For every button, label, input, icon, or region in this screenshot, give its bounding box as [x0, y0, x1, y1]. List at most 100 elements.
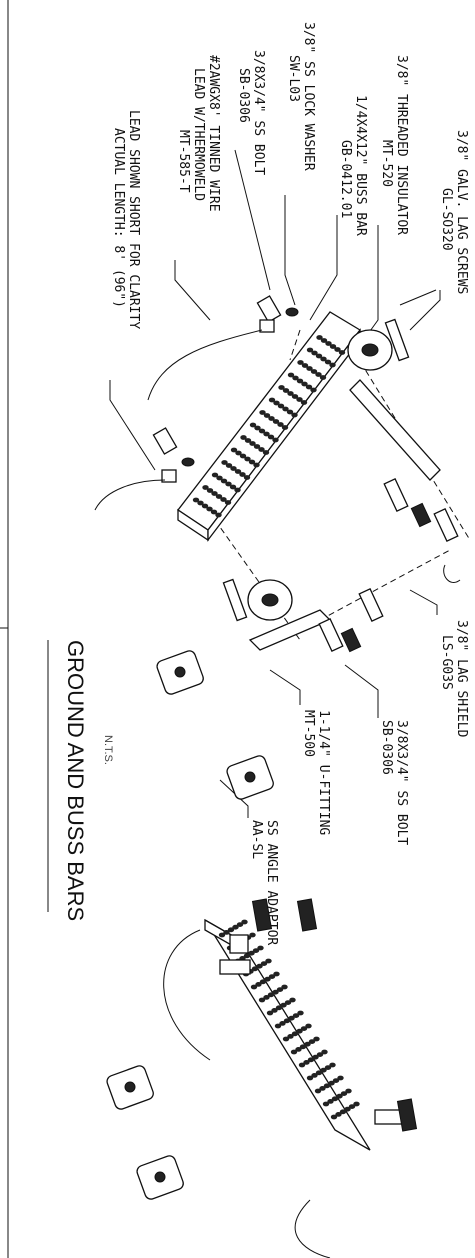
- bar-hole: [320, 338, 328, 343]
- lag-shield-name: 3/8" LAG SHIELD: [454, 620, 469, 738]
- ss-bolt-right-code: SB-0306: [379, 720, 394, 775]
- bar-hole: [273, 400, 280, 406]
- bar-hole: [307, 1057, 315, 1063]
- bar-hole: [240, 435, 247, 440]
- bar-hole: [197, 500, 204, 506]
- ss-bolt-left-name: 3/8X3/4" SS BOLT: [251, 50, 266, 175]
- bar-hole: [338, 350, 346, 355]
- bar-hole: [296, 1028, 303, 1034]
- bar-hole: [206, 506, 213, 512]
- bar-hole: [301, 381, 308, 387]
- bar-hole: [256, 963, 263, 969]
- bar-hole: [305, 384, 313, 390]
- bar-hole: [218, 932, 226, 938]
- bar-hole: [300, 1026, 308, 1031]
- bar-hole: [223, 930, 230, 935]
- bar-hole: [287, 391, 294, 396]
- bar-hole: [263, 431, 270, 437]
- bar-hole: [287, 1034, 294, 1039]
- bar-hole: [230, 447, 238, 453]
- bar-hole: [282, 406, 289, 412]
- bar-hole: [279, 1021, 286, 1026]
- bar-hole: [250, 984, 258, 990]
- bar-hole: [232, 924, 239, 930]
- bar-hole: [321, 1049, 328, 1055]
- bar-hole: [274, 1023, 282, 1029]
- buss-bar-holes: [192, 335, 346, 518]
- bar-hole: [323, 1083, 331, 1089]
- bar-hole: [315, 353, 323, 359]
- u-fitting-label: 1-1/4" U-FITTING MT-500: [301, 710, 331, 835]
- bar-hole: [206, 488, 214, 493]
- bar-hole: [220, 478, 228, 484]
- bar-hole: [272, 989, 279, 995]
- bar-hole: [241, 919, 248, 925]
- wire-leads: [94, 329, 263, 511]
- threaded-insulator-name: 3/8" THREADED INSULATOR: [394, 55, 409, 235]
- bar-hole: [286, 409, 294, 415]
- bar-hole: [337, 1075, 344, 1081]
- bar-hole: [251, 966, 259, 972]
- bar-hole: [339, 1109, 347, 1115]
- lag-screws-code: GL-SO320: [439, 188, 454, 251]
- bar-hole: [229, 484, 237, 490]
- lead-note-line1: LEAD SHOWN SHORT FOR CLARITY: [126, 110, 141, 329]
- bar-hole: [296, 378, 304, 384]
- bar-hole: [268, 397, 276, 403]
- threaded-insulator-label: 3/8" THREADED INSULATOR MT-520: [379, 55, 409, 235]
- ss-bolt-right-label: 3/8X3/4" SS BOLT SB-0306: [379, 720, 409, 845]
- bar-hole: [288, 1015, 295, 1021]
- bar-hole: [272, 419, 280, 424]
- bar-hole: [265, 958, 272, 964]
- drawing-title: GROUND AND BUSS BARS: [63, 640, 88, 921]
- bar-hole: [292, 1013, 300, 1018]
- bar-hole: [301, 363, 309, 368]
- bar-hole: [225, 463, 233, 468]
- bar-hole: [329, 362, 336, 368]
- bar-hole: [234, 487, 241, 493]
- bar-hole: [311, 1073, 318, 1078]
- bar-hole: [291, 394, 299, 399]
- hook-symbol: [443, 564, 461, 583]
- lag-screws-label: 3/8" GALV. LAG SCREWS GL-SO320: [439, 130, 469, 294]
- bar-hole: [306, 347, 314, 353]
- bar-hole: [215, 494, 223, 499]
- bar-hole: [239, 472, 246, 477]
- bar-hole: [263, 413, 271, 418]
- bar-hole: [272, 437, 279, 443]
- bar-hole: [210, 509, 218, 515]
- bar-hole: [287, 372, 295, 378]
- bar-hole: [225, 481, 232, 487]
- u-fitting-name: 1-1/4" U-FITTING: [316, 710, 331, 835]
- bar-hole: [258, 428, 266, 434]
- bar-hole: [299, 1044, 307, 1050]
- lead-note-line2: ACTUAL LENGTH: 8' (96"): [111, 128, 126, 308]
- bar-hole: [325, 341, 332, 346]
- assembled-buss-bar: [163, 898, 418, 1258]
- bar-hole: [252, 948, 260, 953]
- bar-hole: [277, 422, 284, 427]
- bar-hole: [216, 475, 223, 481]
- bar-hole: [284, 1000, 292, 1005]
- bar-hole: [268, 416, 275, 421]
- bar-hole: [328, 1080, 335, 1086]
- bar-hole: [289, 997, 296, 1003]
- bar-hole: [320, 1067, 327, 1073]
- buss-bar-exploded: [177, 311, 361, 542]
- bar-hole: [324, 359, 332, 365]
- tinned-wire-code: MT-585-T: [176, 130, 191, 193]
- bar-hole: [335, 1112, 342, 1117]
- tinned-wire-line2: LEAD W/THERMOWELD: [191, 68, 206, 201]
- bar-hole: [319, 1086, 326, 1091]
- bar-hole: [348, 1104, 356, 1109]
- bar-hole: [262, 450, 270, 455]
- scale-note: N.T.S.: [102, 735, 114, 765]
- lock-washer-code: SW-L03: [286, 55, 301, 102]
- bar-hole: [227, 927, 235, 933]
- bar-hole: [281, 425, 289, 430]
- bar-hole: [253, 462, 260, 468]
- bar-hole: [263, 995, 270, 1000]
- bar-hole: [313, 1036, 320, 1042]
- bar-hole: [260, 961, 268, 966]
